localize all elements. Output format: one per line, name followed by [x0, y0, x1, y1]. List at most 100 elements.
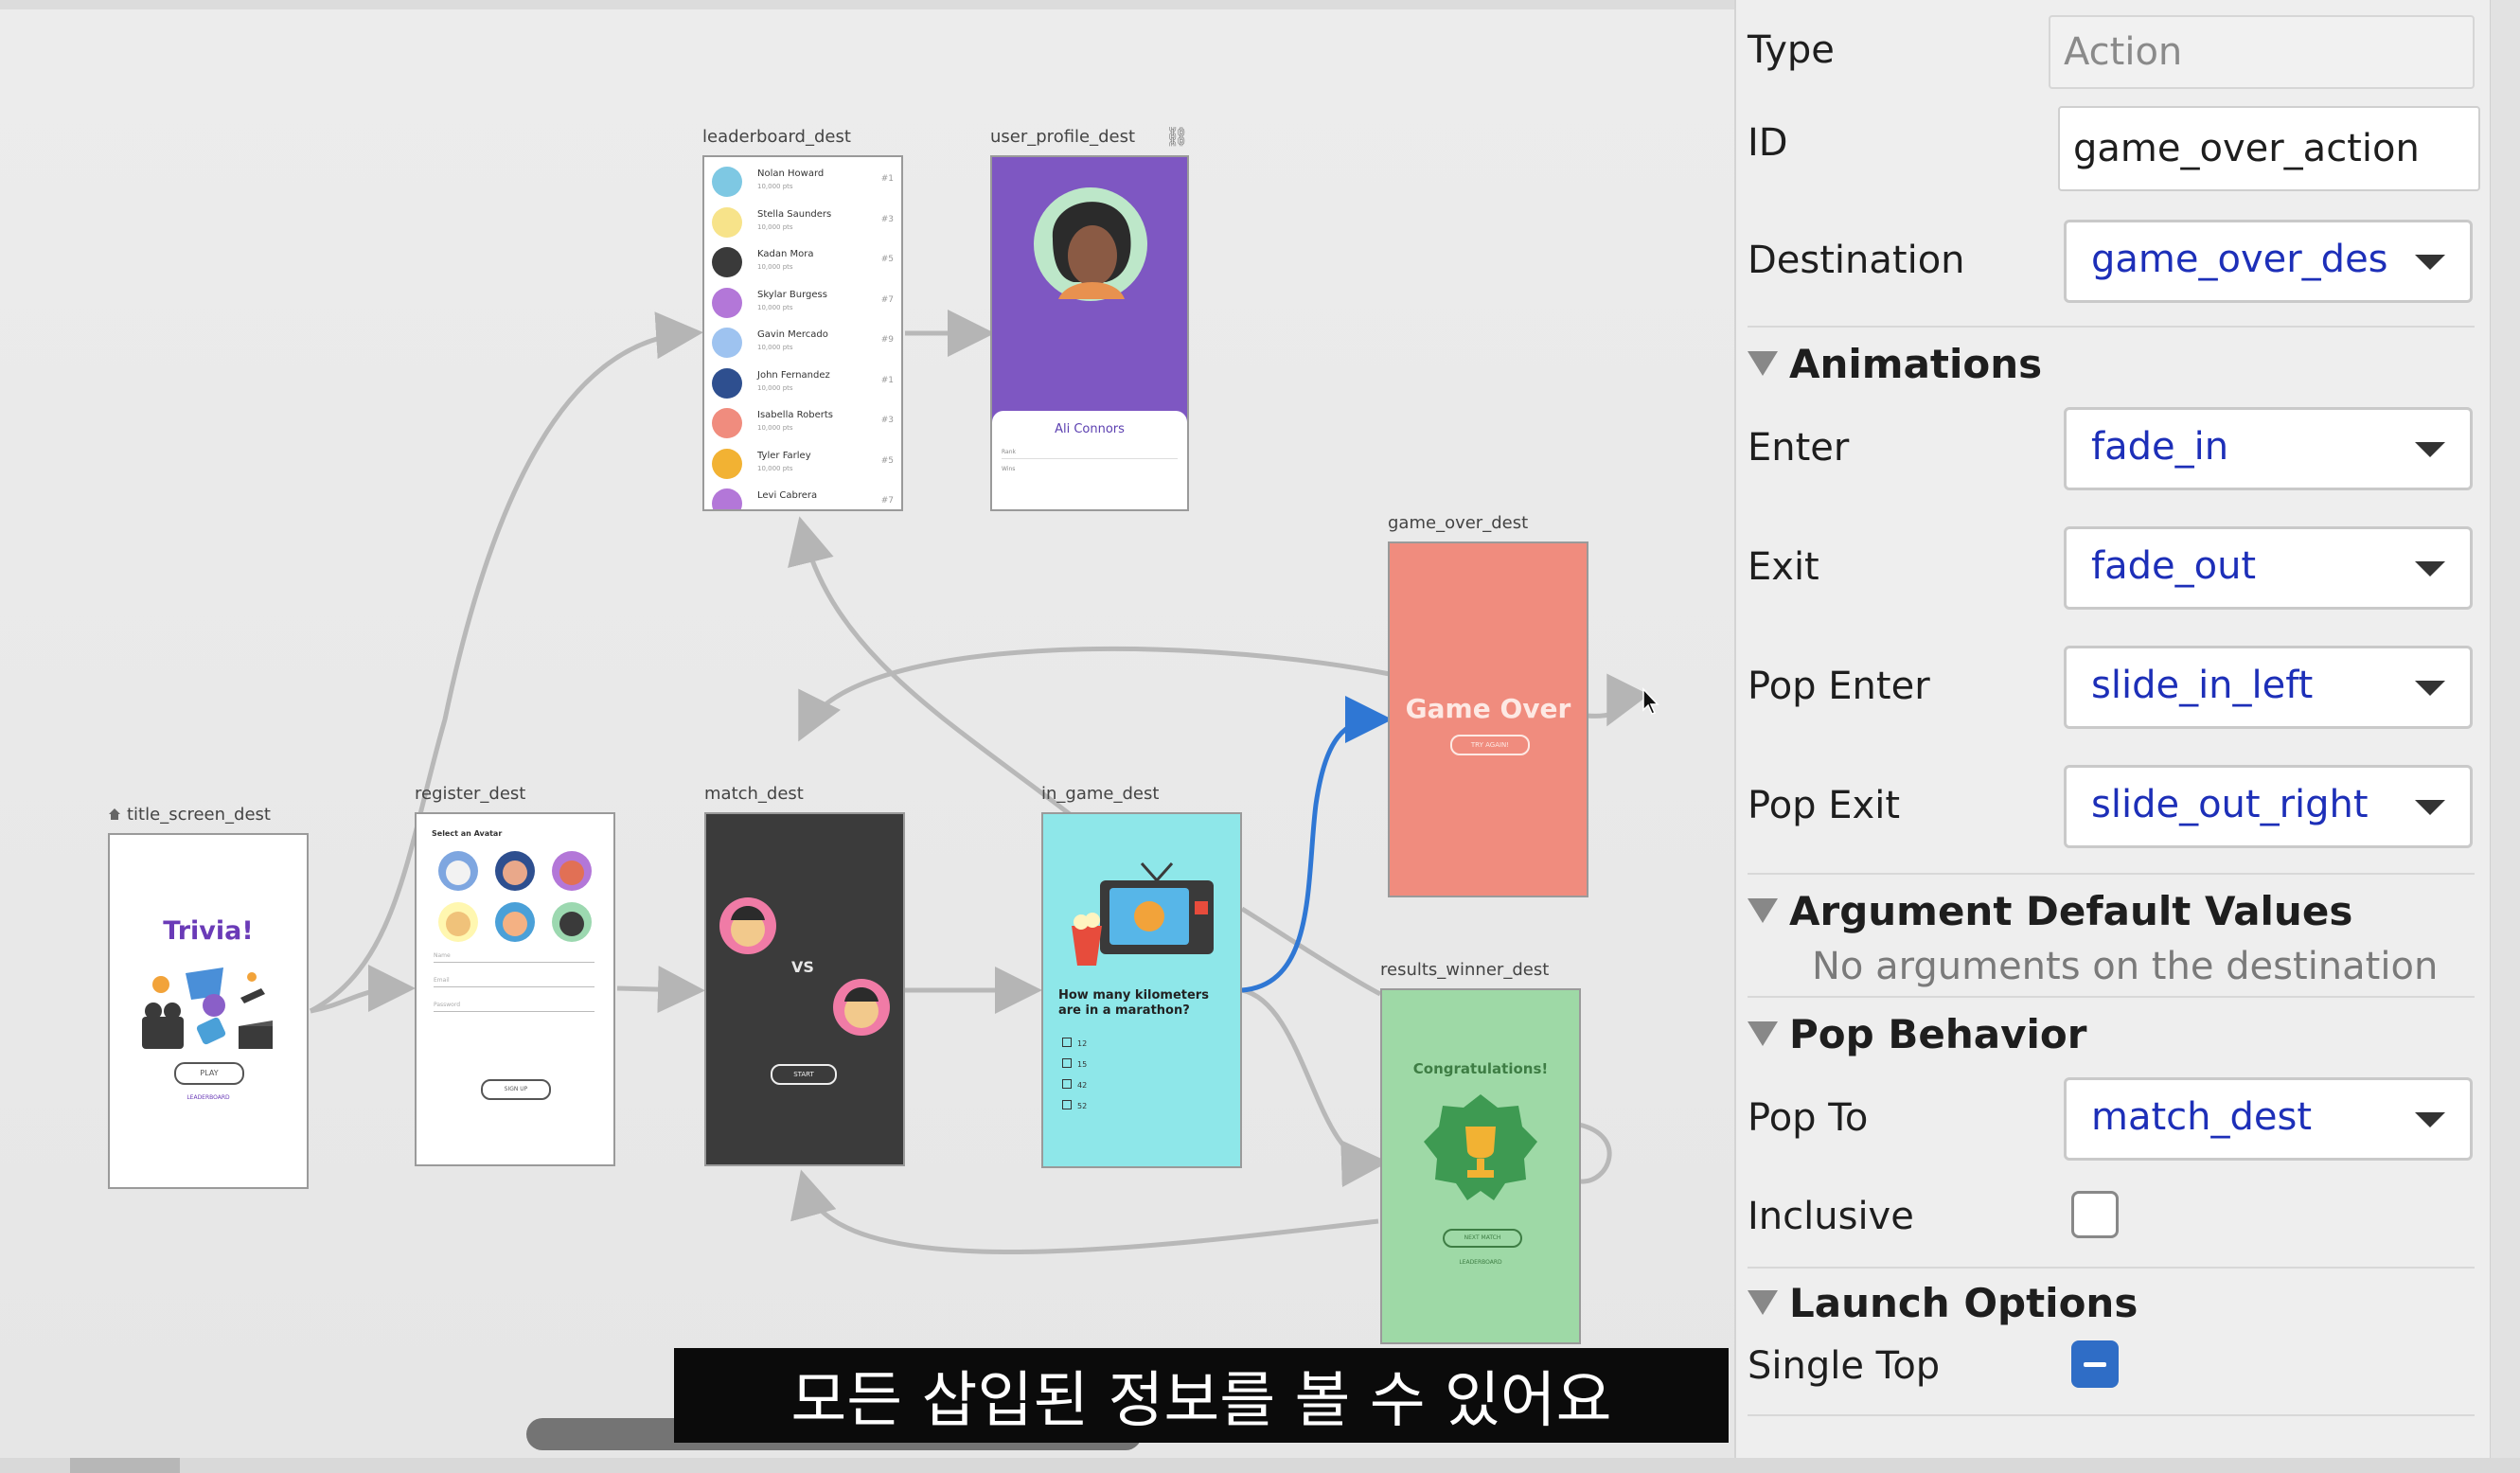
- game-over-destination[interactable]: game_over_dest Game Over TRY AGAIN!: [1388, 513, 1588, 897]
- results-winner-dest-label: results_winner_dest: [1380, 960, 1550, 980]
- enter-value: fade_in: [2091, 425, 2229, 469]
- match-destination[interactable]: match_dest VS START: [704, 784, 905, 1166]
- home-icon: [109, 808, 120, 820]
- email-field-hint: Email: [434, 977, 450, 984]
- game-over-screen-preview: Game Over TRY AGAIN!: [1388, 541, 1588, 897]
- profile-name: Ali Connors: [1055, 422, 1125, 436]
- bottom-scrollbar[interactable]: [0, 1458, 2520, 1473]
- collapse-triangle-icon: [1748, 898, 1778, 923]
- profile-rank-label: Rank: [1002, 449, 1016, 455]
- exit-dropdown[interactable]: fade_out: [2064, 526, 2473, 610]
- tv-illustration: [1072, 862, 1214, 966]
- answer-option: 42: [1062, 1079, 1087, 1090]
- launch-options-section-header[interactable]: Launch Options: [1748, 1280, 2138, 1326]
- answer-option: 12: [1062, 1038, 1087, 1048]
- launch-options-section-title: Launch Options: [1789, 1280, 2138, 1326]
- user-profile-screen-preview: Ali Connors Rank Wins: [990, 155, 1189, 511]
- avatar: [712, 448, 742, 479]
- avatar: [712, 408, 742, 438]
- pop-to-dropdown[interactable]: match_dest: [2064, 1077, 2473, 1161]
- animations-section-title: Animations: [1789, 341, 2043, 387]
- leaderboard-row: John Fernandez 10,000 pts #1: [710, 364, 896, 404]
- player-rank: #1: [880, 375, 894, 385]
- arrow-ingame-to-results: [1241, 987, 1389, 1188]
- bottom-scrollbar-thumb[interactable]: [70, 1458, 180, 1473]
- arrow-results-self: [1578, 1122, 1612, 1184]
- chevron-down-icon: [2415, 1112, 2445, 1127]
- type-field: Action: [2049, 15, 2475, 89]
- player-name: John Fernandez: [757, 369, 830, 381]
- results-leaderboard-link: LEADERBOARD: [1459, 1259, 1502, 1266]
- destination-dropdown[interactable]: game_over_des: [2064, 220, 2473, 303]
- exit-label: Exit: [1748, 545, 1819, 589]
- player-name: Nolan Howard: [757, 169, 825, 179]
- in-game-destination[interactable]: in_game_dest How many kilometers are in …: [1041, 784, 1242, 1168]
- player-rank: #5: [880, 455, 894, 466]
- title-screen-preview: Trivia! PLAY LEADERBOARD: [108, 833, 309, 1189]
- password-field-line: [434, 1011, 595, 1012]
- inclusive-checkbox[interactable]: [2071, 1191, 2119, 1238]
- select-avatar-heading: Select an Avatar: [432, 829, 503, 838]
- player-points: 10,000 pts: [757, 303, 793, 311]
- answer-option-label: 42: [1077, 1081, 1088, 1090]
- email-field-line: [434, 986, 595, 987]
- play-button: PLAY: [174, 1062, 244, 1085]
- panel-edge-scrollbar[interactable]: [2490, 0, 2520, 1473]
- checkbox-icon: [1062, 1079, 1072, 1089]
- type-label: Type: [1748, 28, 1835, 72]
- avatar: [712, 488, 742, 509]
- single-top-checkbox[interactable]: [2071, 1340, 2119, 1388]
- section-divider: [1748, 1414, 2475, 1416]
- player-points: 10,000 pts: [757, 424, 793, 432]
- congratulations-title: Congratulations!: [1412, 1060, 1549, 1077]
- section-divider: [1748, 996, 2475, 998]
- pop-exit-dropdown[interactable]: slide_out_right: [2064, 765, 2473, 848]
- start-button: START: [771, 1064, 837, 1085]
- password-field-hint: Password: [434, 1002, 461, 1008]
- profile-divider: [1002, 458, 1178, 459]
- register-destination[interactable]: register_dest Select an Avatar Name Emai…: [415, 784, 615, 1166]
- arguments-section-header[interactable]: Argument Default Values: [1748, 888, 2352, 934]
- checkbox-icon: [1062, 1038, 1072, 1047]
- trophy-badge-illustration: [1424, 1094, 1537, 1200]
- name-field-line: [434, 962, 595, 963]
- single-top-label: Single Top: [1748, 1344, 1941, 1388]
- pop-enter-value: slide_in_left: [2091, 664, 2314, 707]
- user-profile-destination[interactable]: user_profile_dest ⛓ Ali Connors Rank Win…: [990, 125, 1189, 511]
- title-screen-destination[interactable]: title_screen_dest Trivia! PLAY LEADERBOA…: [108, 805, 309, 1189]
- pop-enter-dropdown[interactable]: slide_in_left: [2064, 646, 2473, 729]
- avatar: [712, 287, 742, 318]
- destination-label: Destination: [1748, 239, 1965, 282]
- arrow-ingame-to-leaderboard: [788, 516, 1072, 816]
- player-points: 10,000 pts: [757, 383, 793, 392]
- section-divider: [1748, 1267, 2475, 1269]
- collapse-triangle-icon: [1748, 1021, 1778, 1046]
- try-again-button: TRY AGAIN!: [1450, 735, 1530, 755]
- title-screen-dest-name: title_screen_dest: [127, 805, 271, 825]
- vs-text: VS: [791, 958, 814, 976]
- enter-dropdown[interactable]: fade_in: [2064, 407, 2473, 490]
- player-name: Skylar Burgess: [757, 289, 827, 300]
- chevron-down-icon: [2415, 800, 2445, 815]
- match-screen-preview: VS START: [704, 812, 905, 1166]
- profile-wins-label: Wins: [1002, 466, 1016, 472]
- pop-exit-label: Pop Exit: [1748, 784, 1901, 827]
- player-rank: #3: [880, 416, 894, 425]
- animations-section-header[interactable]: Animations: [1748, 341, 2042, 387]
- player-points: 10,000 pts: [757, 344, 793, 351]
- chevron-down-icon: [2415, 561, 2445, 577]
- question-text: How many kilometers are in a marathon?: [1058, 988, 1209, 1018]
- answer-option-label: 52: [1077, 1102, 1088, 1110]
- pop-behavior-section-header[interactable]: Pop Behavior: [1748, 1011, 2086, 1057]
- results-winner-destination[interactable]: results_winner_dest Congratulations! NEX…: [1380, 960, 1581, 1344]
- id-field[interactable]: game_over_action: [2058, 106, 2480, 191]
- pop-enter-label: Pop Enter: [1748, 665, 1930, 708]
- deep-link-icon: ⛓: [1164, 125, 1189, 148]
- avatar-grid: [438, 851, 592, 942]
